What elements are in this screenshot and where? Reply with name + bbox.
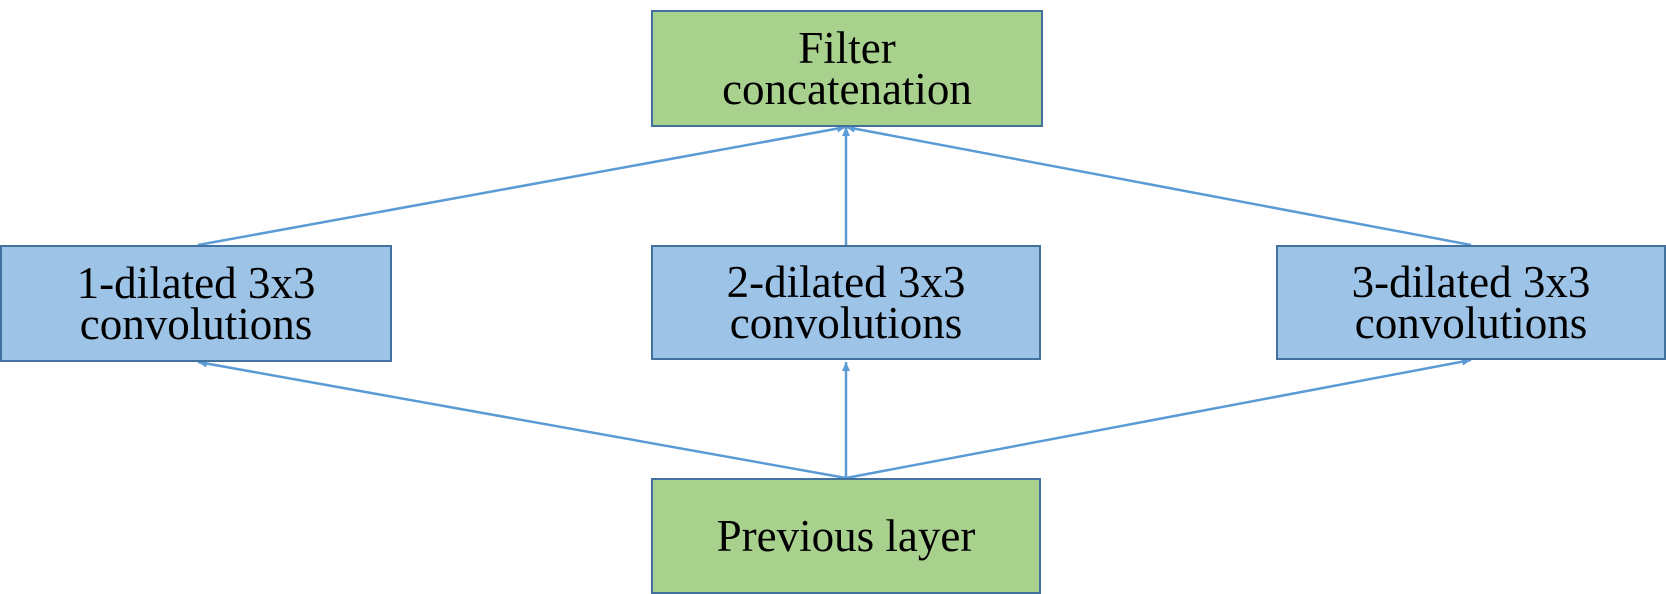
filter-concatenation-node: Filter concatenation xyxy=(651,10,1043,127)
arrow-prev-to-conv1 xyxy=(197,359,847,480)
arrow-conv3-to-filter xyxy=(845,124,1472,247)
conv1-node: 1-dilated 3x3 convolutions xyxy=(0,245,392,362)
arrow-prev-to-conv3 xyxy=(845,357,1472,480)
conv2-node: 2-dilated 3x3 convolutions xyxy=(651,245,1041,360)
filter-concatenation-line2: concatenation xyxy=(722,63,972,114)
conv1-line2: convolutions xyxy=(79,298,313,349)
previous-layer-label: Previous layer xyxy=(716,510,976,561)
arrow-conv1-to-filter xyxy=(197,124,847,247)
conv3-line1: 3-dilated 3x3 xyxy=(1351,256,1591,307)
conv2-line1: 2-dilated 3x3 xyxy=(726,256,966,307)
conv3-line2: convolutions xyxy=(1354,297,1588,348)
conv2-line2: convolutions xyxy=(729,297,963,348)
conv1-line1: 1-dilated 3x3 xyxy=(76,257,316,308)
conv3-node: 3-dilated 3x3 convolutions xyxy=(1276,245,1666,360)
filter-concatenation-line1: Filter xyxy=(798,22,896,73)
previous-layer-node: Previous layer xyxy=(651,478,1041,594)
